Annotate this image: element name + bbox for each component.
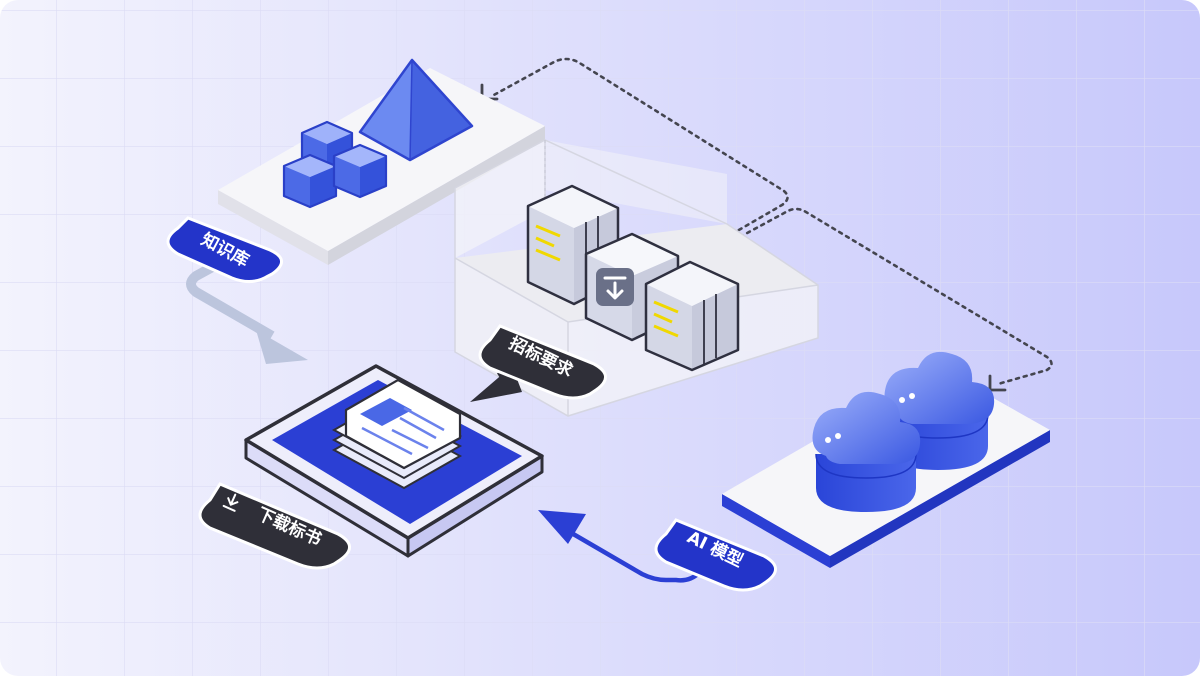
requirements-box-edges: [454, 139, 819, 417]
download-badge: [596, 268, 634, 306]
cloud-database-front: [812, 391, 921, 512]
knowledge-base-platform-side-left: [218, 190, 328, 265]
hexagon-cluster-pyramid-icon: [282, 58, 474, 209]
document-top-sheet: [344, 378, 462, 470]
ai-model-flow-arrow: [538, 510, 702, 583]
hexagon-right: [332, 143, 388, 199]
ai-model-platform-side-right: [830, 430, 1050, 568]
hexagon-left: [282, 153, 338, 209]
download-icon: [222, 493, 239, 512]
server-documents-icon: [526, 184, 740, 372]
dotted-connectors: [490, 57, 1053, 386]
download-bid-label: 下载标书: [198, 482, 351, 570]
knowledge-base-platform-side-right: [328, 126, 545, 265]
cloud-database-icon: [812, 351, 995, 512]
connector-requirements-to-ai-model: [710, 207, 1053, 386]
connector-requirements-to-knowledge-base: [490, 57, 789, 240]
ai-model-platform-side-left: [722, 494, 830, 568]
pyramid: [358, 58, 474, 162]
document-stack-icon: [331, 378, 463, 490]
requirements-box-back-left: [455, 140, 545, 258]
knowledge-base-flow-arrow: [186, 259, 308, 364]
server-right: [644, 260, 740, 372]
